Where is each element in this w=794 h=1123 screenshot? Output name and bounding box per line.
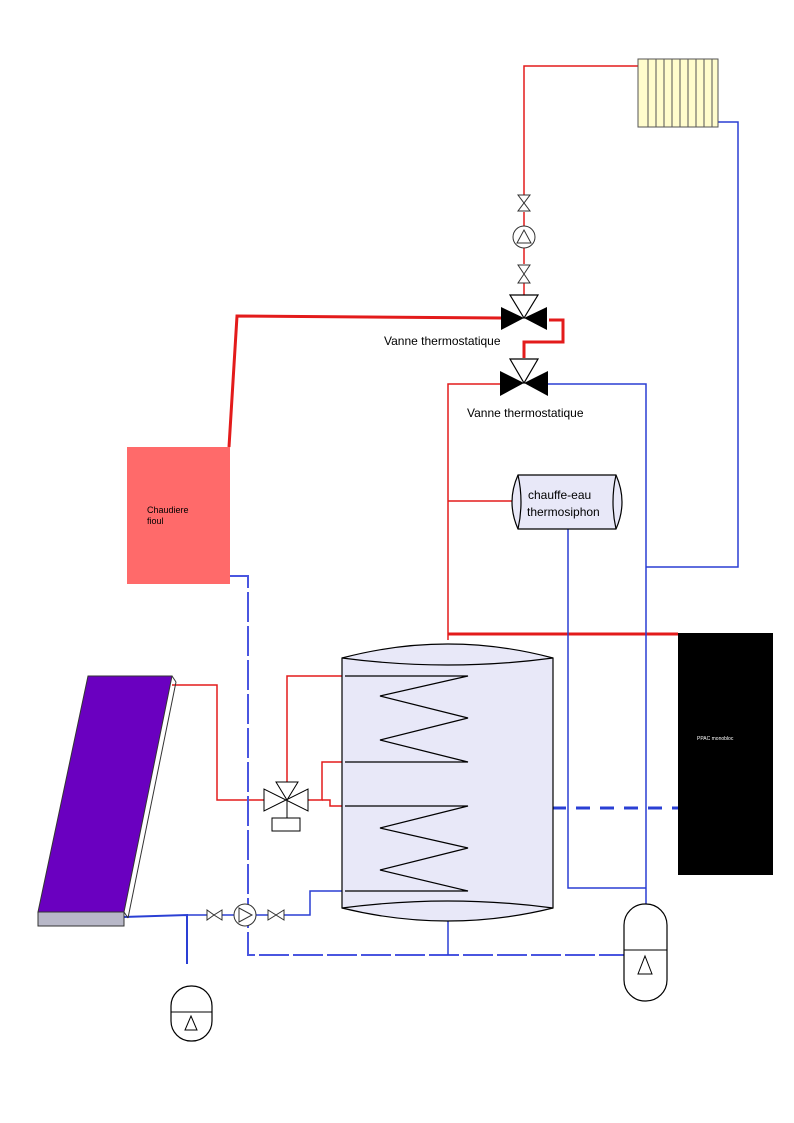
three-way-valve-actuator <box>271 817 301 832</box>
radiator-isolation-valve-bottom <box>517 264 531 284</box>
hot-pipe-collector-out <box>172 684 264 801</box>
thermostatic-valve-lower <box>500 358 548 396</box>
radiator-circulator-pump <box>512 225 536 249</box>
hot-pipe-3way-to-coil-top <box>286 675 345 782</box>
cold-pipe-to-coil-bottom <box>284 890 345 916</box>
thermosiphon-water-heater: chauffe-eau thermosiphon <box>511 474 623 530</box>
hot-pipe-3way-to-coil-mid <box>308 761 345 801</box>
radiator <box>637 58 719 128</box>
thermostatic-valve-lower-label: Vanne thermostatique <box>467 406 584 420</box>
cold-pipe-thermosiphon-out <box>567 528 646 889</box>
cold-pipe-collector-return <box>123 913 188 964</box>
thermosiphon-label-1: chauffe-eau <box>528 488 591 502</box>
upper-coil <box>345 675 469 763</box>
oil-boiler: Chaudiere fioul <box>127 447 230 584</box>
solar-circulator-pump <box>233 903 257 927</box>
lower-coil <box>345 805 469 892</box>
heat-pump-label: PPAC monobloc <box>697 736 734 742</box>
cold-pipes <box>123 121 739 964</box>
thermostatic-valve-upper-label: Vanne thermostatique <box>384 334 501 348</box>
radiator-fins <box>647 59 713 127</box>
oil-boiler-label-2: fioul <box>147 516 164 526</box>
hot-pipe-radiator-supply <box>523 65 638 195</box>
hot-pipe-boiler-to-valve <box>227 314 502 448</box>
radiator-isolation-valve-top <box>517 194 531 212</box>
expansion-vessel-solar <box>170 985 213 1042</box>
hot-pipe-valve-link <box>522 318 565 358</box>
solar-collector-panel <box>37 675 173 913</box>
cold-pipe-radiator-return <box>646 121 739 568</box>
solar-collector <box>37 675 177 927</box>
oil-boiler-label-1: Chaudiere <box>147 505 189 515</box>
three-way-valve <box>263 781 309 832</box>
heat-pump-body <box>678 633 773 875</box>
solar-isolation-valve-right <box>267 909 285 921</box>
hot-pipe-lower-valve-left <box>447 383 501 640</box>
hot-pipe-3way-to-coil-low <box>322 799 345 807</box>
cold-pipe-boiler-return <box>230 575 625 956</box>
heat-pump-monobloc: PPAC monobloc <box>678 633 773 875</box>
storage-tank <box>341 643 554 922</box>
solar-isolation-valve-left <box>206 909 223 921</box>
thermostatic-valve-upper <box>501 294 547 330</box>
expansion-vessel-heating <box>623 903 668 1002</box>
solar-collector-frame <box>37 911 125 927</box>
hot-pipes <box>172 65 678 807</box>
cold-pipe-lower-valve-right <box>548 383 647 910</box>
oil-boiler-body <box>127 447 230 584</box>
thermosiphon-label-2: thermosiphon <box>527 505 600 519</box>
radiator-body <box>637 58 719 128</box>
